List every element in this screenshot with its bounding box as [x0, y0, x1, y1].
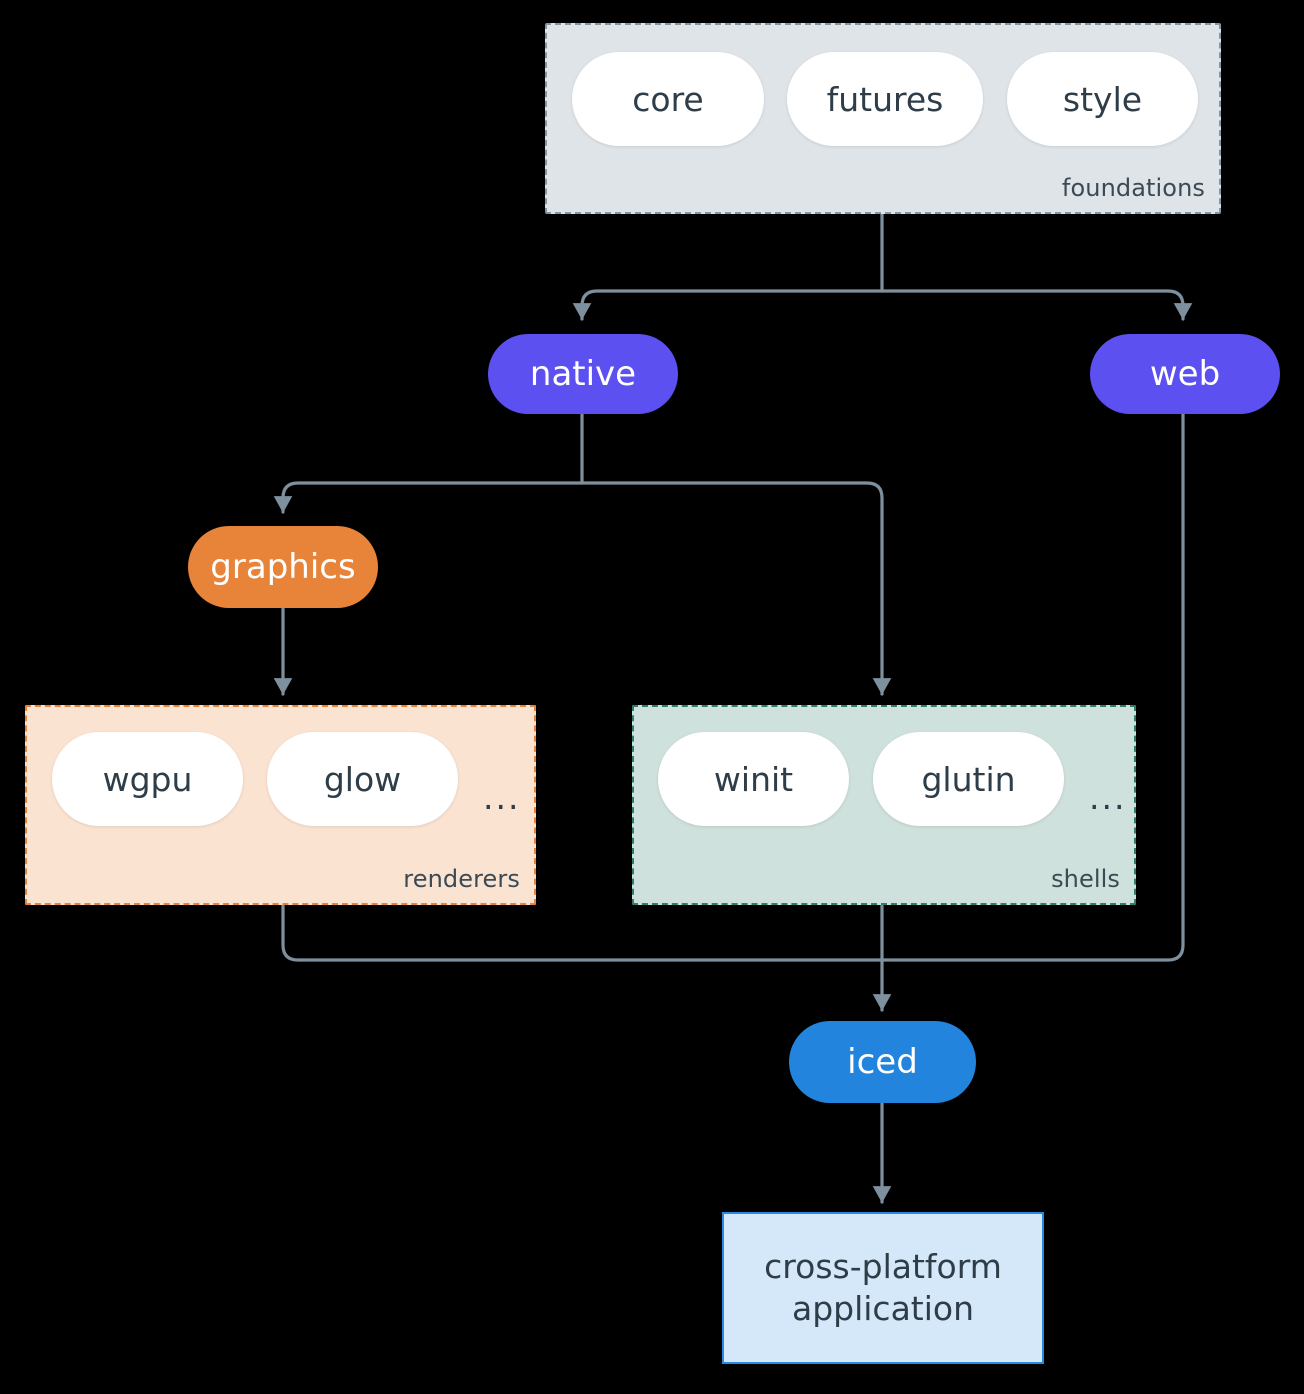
node-iced[interactable]: iced: [789, 1021, 976, 1103]
chip-style[interactable]: style: [1007, 52, 1198, 146]
group-shells-label: shells: [1051, 865, 1120, 893]
group-foundations-label: foundations: [1061, 174, 1205, 202]
chip-wgpu[interactable]: wgpu: [52, 732, 243, 826]
chip-glutin[interactable]: glutin: [873, 732, 1064, 826]
chip-glutin-label: glutin: [921, 759, 1016, 799]
chip-style-label: style: [1062, 79, 1143, 119]
chip-futures[interactable]: futures: [787, 52, 983, 146]
chip-winit[interactable]: winit: [658, 732, 849, 826]
node-web-label: web: [1149, 354, 1221, 394]
chip-core[interactable]: core: [572, 52, 764, 146]
edge-foundations-native: [572, 289, 884, 321]
chip-glow[interactable]: glow: [267, 732, 458, 826]
chip-futures-label: futures: [826, 79, 944, 119]
node-web[interactable]: web: [1090, 334, 1280, 414]
edge-native-graphics: [273, 481, 584, 514]
chip-wgpu-label: wgpu: [102, 759, 193, 799]
shells-overflow-ellipsis: ...: [1089, 778, 1127, 817]
chip-winit-label: winit: [713, 759, 794, 799]
renderers-overflow-ellipsis: ...: [483, 778, 521, 817]
node-native-label: native: [529, 354, 637, 394]
edge-renderers-iced: [281, 904, 884, 962]
node-graphics-label: graphics: [210, 547, 356, 587]
node-graphics[interactable]: graphics: [188, 526, 378, 608]
node-native[interactable]: native: [488, 334, 678, 414]
edge-native-shells: [580, 481, 892, 696]
application-label-line1: cross-platform: [764, 1246, 1002, 1286]
group-shells: winit glutin ... shells: [632, 705, 1136, 905]
group-foundations: core futures style foundations: [545, 23, 1221, 214]
group-renderers-label: renderers: [403, 865, 520, 893]
application-label-line2: application: [791, 1289, 975, 1328]
chip-glow-label: glow: [323, 759, 402, 799]
node-iced-label: iced: [847, 1042, 918, 1082]
chip-core-label: core: [632, 79, 704, 119]
node-application[interactable]: cross-platform application: [722, 1212, 1044, 1364]
edge-foundations-web: [880, 289, 1193, 321]
group-renderers: wgpu glow ... renderers: [25, 705, 536, 905]
